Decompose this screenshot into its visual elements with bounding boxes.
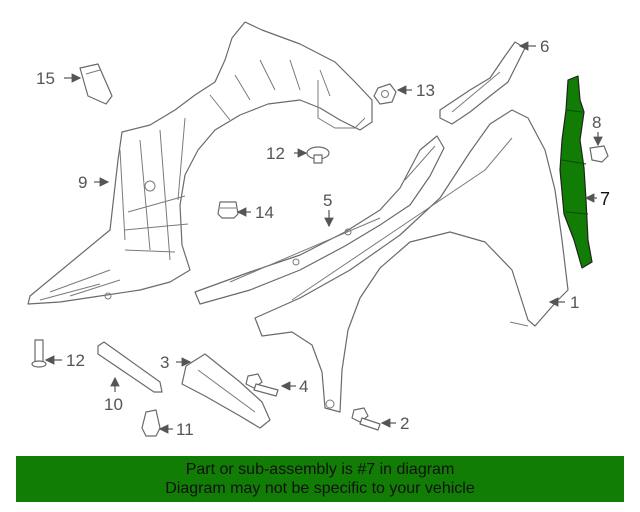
lower-bracket-part-3[interactable] (181, 353, 271, 429)
fender-part-1[interactable] (254, 109, 569, 413)
bolt-part-4[interactable] (245, 373, 279, 397)
clip-part-14[interactable] (217, 201, 239, 219)
nut-part-13[interactable] (373, 83, 397, 105)
callout-12-lower: 12 (66, 351, 85, 370)
callout-13: 13 (416, 81, 435, 100)
callout-9: 9 (78, 173, 87, 192)
fender-liner-part-9[interactable] (27, 21, 373, 305)
callout-3: 3 (160, 353, 169, 372)
bolt-part-2[interactable] (351, 407, 381, 431)
callout-5: 5 (323, 191, 332, 210)
callout-1: 1 (570, 293, 579, 312)
callout-11: 11 (176, 420, 194, 439)
callout-12-upper: 12 (266, 144, 285, 163)
upper-bracket-part-6[interactable] (439, 41, 526, 125)
seal-part-7-highlighted[interactable] (559, 75, 593, 269)
callout-14: 14 (255, 203, 274, 222)
strip-part-10[interactable] (97, 341, 163, 393)
callout-6: 6 (540, 37, 549, 56)
callout-4: 4 (299, 377, 308, 396)
banner-line-1: Part or sub-assembly is #7 in diagram (185, 461, 455, 478)
callout-7: 7 (600, 189, 610, 209)
banner-line-2: Diagram may not be specific to your vehi… (165, 480, 475, 497)
leader-lines (44, 41, 603, 434)
callout-10: 10 (104, 395, 123, 414)
parts-diagram: 1 2 3 4 5 6 7 8 9 10 11 12 12 13 14 15 (27, 21, 610, 439)
push-pin-part-12-upper[interactable] (306, 146, 330, 164)
callout-2: 2 (400, 414, 409, 433)
clip-part-11[interactable] (141, 409, 161, 437)
info-banner: Part or sub-assembly is #7 in diagram Di… (16, 456, 624, 502)
rail-part-5[interactable] (194, 135, 445, 305)
pin-part-12-lower[interactable] (31, 339, 47, 368)
callout-8: 8 (592, 113, 601, 132)
clip-part-15[interactable] (79, 63, 113, 105)
callout-labels: 1 2 3 4 5 6 7 8 9 10 11 12 12 13 14 15 (36, 37, 610, 439)
callout-15: 15 (36, 69, 55, 88)
clip-part-8[interactable] (589, 145, 609, 163)
